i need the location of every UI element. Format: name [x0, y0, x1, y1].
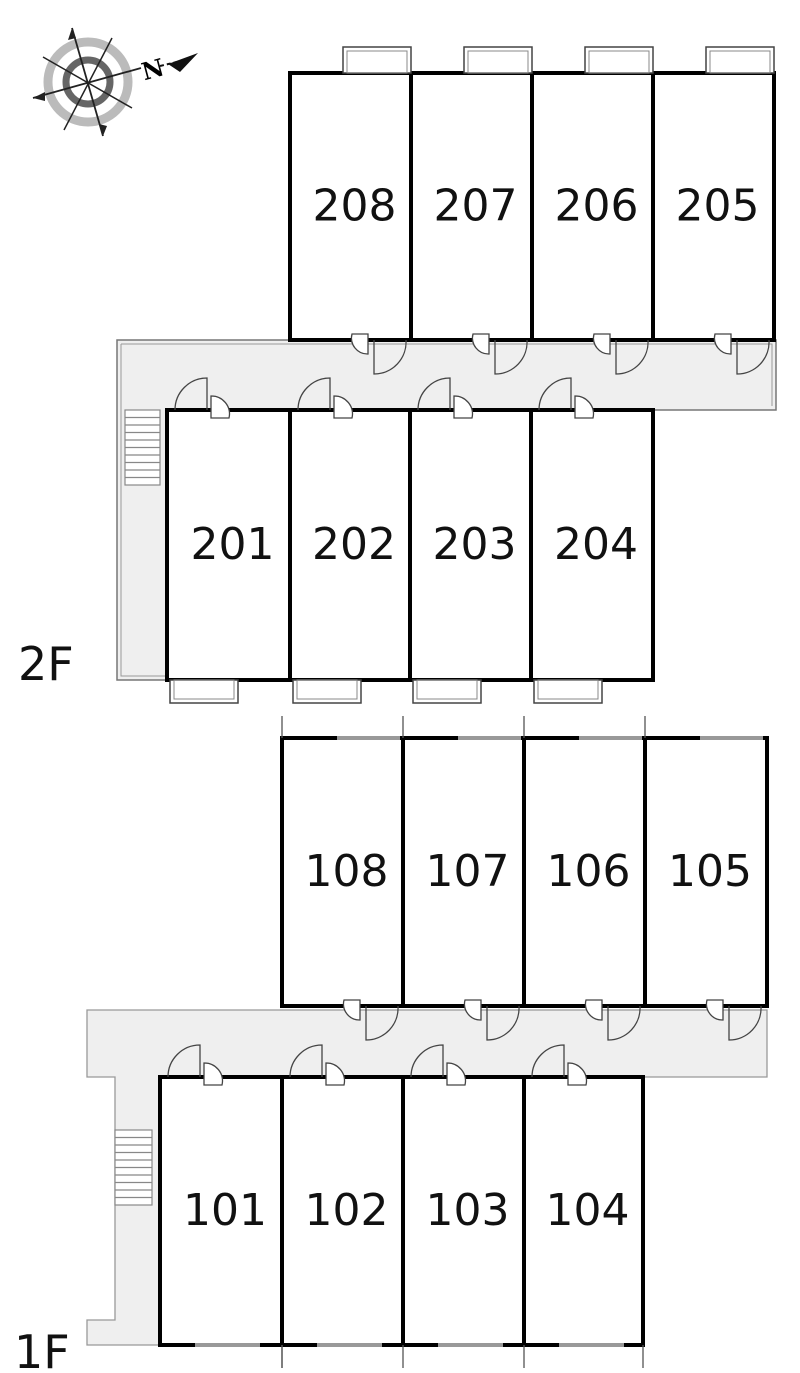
- floor-label-1f: 1F: [14, 1325, 70, 1373]
- meter-box: [705, 999, 724, 1021]
- meter-box: [574, 395, 595, 419]
- meter-box: [350, 333, 369, 355]
- door-swing: [531, 1044, 565, 1078]
- room-label: 103: [426, 1185, 510, 1236]
- meter-box: [567, 1062, 588, 1086]
- room-204: [529, 408, 655, 682]
- door-swing: [494, 339, 528, 375]
- meter-box: [210, 395, 231, 419]
- room-label: 107: [426, 846, 510, 897]
- door-swing: [410, 1044, 444, 1078]
- room-label: 101: [183, 1185, 267, 1236]
- room-label: 106: [547, 846, 631, 897]
- corridor-rail: [121, 343, 773, 406]
- balcony-inner: [296, 679, 358, 700]
- room-208: [288, 71, 413, 342]
- meter-box: [203, 1062, 224, 1086]
- balcony-inner: [416, 679, 478, 700]
- room-label: 203: [433, 519, 517, 570]
- compass-north-label: N: [138, 52, 167, 86]
- door-swing: [297, 377, 331, 411]
- balcony: [169, 679, 239, 704]
- door-swing: [615, 339, 649, 375]
- meter-box: [453, 395, 474, 419]
- room-103: [401, 1075, 526, 1347]
- door-swing: [417, 377, 451, 411]
- balcony-inner: [537, 679, 599, 700]
- balcony-inner: [346, 50, 408, 74]
- door-swing: [736, 339, 770, 375]
- room-label: 208: [313, 181, 397, 232]
- balcony-inner: [709, 50, 771, 74]
- balcony: [292, 679, 362, 704]
- room-label: 202: [312, 519, 396, 570]
- meter-box: [325, 1062, 346, 1086]
- room-label: 104: [546, 1185, 630, 1236]
- room-104: [522, 1075, 645, 1347]
- door-swing: [289, 1044, 323, 1078]
- room-label: 206: [555, 181, 639, 232]
- room-label: 102: [305, 1185, 389, 1236]
- door-swing: [167, 1044, 201, 1078]
- balcony: [533, 679, 603, 704]
- door-swing: [486, 1005, 520, 1041]
- door-swing: [373, 339, 407, 375]
- door-swing: [538, 377, 572, 411]
- room-label: 105: [668, 846, 752, 897]
- room-label: 201: [191, 519, 275, 570]
- room-101: [158, 1075, 284, 1347]
- meter-box: [713, 333, 732, 355]
- balcony-inner: [588, 50, 650, 74]
- meter-box: [463, 999, 482, 1021]
- meter-box: [333, 395, 354, 419]
- door-swing: [607, 1005, 641, 1041]
- compass-icon: N: [32, 27, 198, 137]
- room-203: [408, 408, 533, 682]
- corridor-rail: [120, 344, 167, 677]
- balcony-inner: [467, 50, 529, 74]
- room-label: 108: [305, 846, 389, 897]
- room-108: [280, 736, 405, 1008]
- meter-box: [342, 999, 361, 1021]
- balcony-inner: [173, 679, 235, 700]
- door-swing: [365, 1005, 399, 1041]
- balcony: [412, 679, 482, 704]
- door-swing: [728, 1005, 762, 1041]
- room-label: 207: [434, 181, 518, 232]
- meter-box: [446, 1062, 467, 1086]
- meter-box: [471, 333, 490, 355]
- room-207: [409, 71, 534, 342]
- room-label: 205: [676, 181, 760, 232]
- meter-box: [584, 999, 603, 1021]
- meter-box: [592, 333, 611, 355]
- room-label: 204: [554, 519, 638, 570]
- floor-label-2f: 2F: [18, 637, 74, 691]
- door-swing: [174, 377, 208, 411]
- room-205: [651, 71, 776, 342]
